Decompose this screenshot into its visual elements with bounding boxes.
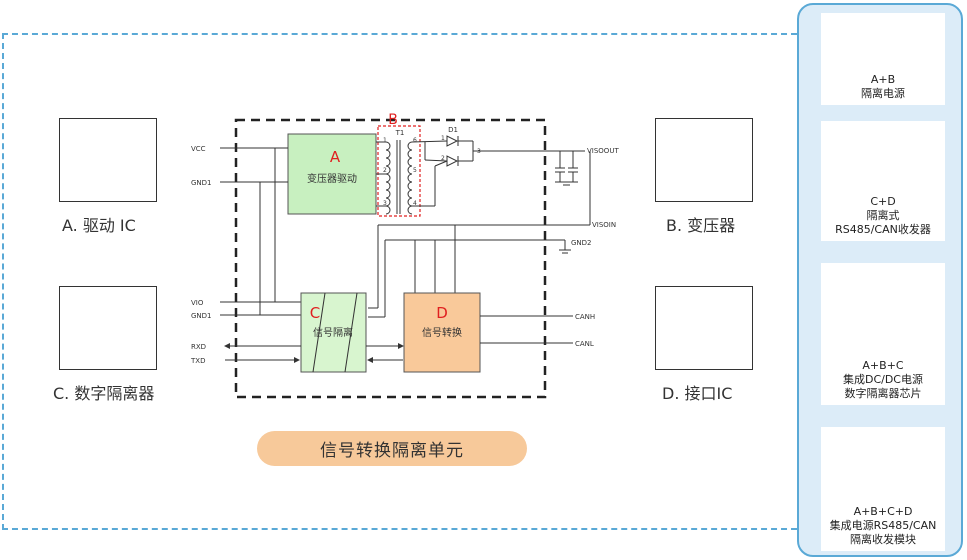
block-a — [287, 133, 377, 215]
interface-ic-box — [655, 286, 753, 370]
card-4-line-1: A+B+C+D — [853, 505, 913, 518]
block-c-label: 信号隔离 — [313, 326, 353, 339]
tpin-2: 2 — [383, 167, 387, 174]
card-3-line-2: 集成DC/DC电源 — [842, 373, 923, 386]
block-d-letter: D — [436, 304, 448, 322]
card-3-line-3: 数字隔离器芯片 — [844, 387, 922, 400]
pin-rxd: RXD — [191, 343, 206, 351]
tpin-3: 3 — [383, 200, 387, 207]
tpin-6: 6 — [413, 137, 417, 144]
pin-gnd2: GND2 — [571, 239, 592, 247]
tpin-1: 1 — [383, 137, 387, 144]
card-4-line-3: 隔离收发模块 — [850, 533, 916, 546]
diode-label: D1 — [448, 126, 458, 134]
block-d — [403, 292, 481, 373]
card-3-line-1: A+B+C — [862, 359, 904, 372]
card-4-line-2: 集成电源RS485/CAN — [829, 519, 937, 532]
pin-vcc: VCC — [191, 145, 206, 153]
block-a-letter: A — [330, 148, 341, 166]
interface-ic-label: D. 接口IC — [662, 384, 733, 403]
pin-visoout: VISOOUT — [587, 147, 619, 155]
card-1-line-2: 隔离电源 — [861, 87, 905, 100]
block-b-letter: B — [388, 112, 398, 128]
card-isolator-chip: A+B+C 集成DC/DC电源 数字隔离器芯片 — [821, 263, 945, 405]
diode-2 — [446, 155, 459, 167]
pin-vio: VIO — [191, 299, 204, 307]
pin-visoin: VISOIN — [592, 221, 616, 229]
pin-gnd1-top: GND1 — [191, 179, 212, 187]
card-1-line-1: A+B — [870, 73, 896, 86]
digital-isolator-box — [59, 286, 157, 370]
unit-outline — [234, 118, 547, 399]
unit-title: 信号转换隔离单元 — [257, 431, 527, 466]
transformer-box — [655, 118, 753, 202]
secondary-coil — [407, 141, 413, 215]
integration-panel: A+B 隔离电源 C+D 隔离式 RS485/CAN收发器 A+B+C 集成DC… — [797, 3, 963, 557]
driver-ic-label: A. 驱动 IC — [62, 216, 136, 235]
block-d-label: 信号转换 — [422, 326, 462, 339]
transformer-label: B. 变压器 — [666, 216, 736, 235]
pin-txd: TXD — [190, 357, 205, 365]
pin-canl: CANL — [575, 340, 594, 348]
driver-ic-box — [59, 118, 157, 202]
card-2-line-2: 隔离式 — [866, 209, 900, 222]
card-transceiver-module: A+B+C+D 集成电源RS485/CAN 隔离收发模块 — [821, 427, 945, 551]
card-isolated-transceiver: C+D 隔离式 RS485/CAN收发器 — [821, 121, 945, 241]
block-b-outline — [377, 125, 421, 217]
tpin-5: 5 — [413, 167, 417, 174]
pin-canh: CANH — [575, 313, 595, 321]
block-a-label: 变压器驱动 — [307, 172, 357, 185]
primary-coil — [385, 141, 391, 215]
tpin-4: 4 — [413, 200, 417, 207]
card-2-line-3: RS485/CAN收发器 — [835, 223, 931, 236]
dpin-1: 1 — [441, 135, 445, 142]
diode-1 — [446, 135, 459, 147]
digital-isolator-label: C. 数字隔离器 — [53, 384, 155, 403]
dpin-2: 2 — [441, 155, 445, 162]
isolation-schematic: A 变压器驱动 B T1 1 2 3 6 5 4 D1 1 2 3 — [190, 112, 619, 399]
block-c-letter: C — [310, 304, 320, 322]
card-2-line-1: C+D — [870, 195, 896, 208]
card-isolated-power: A+B 隔离电源 — [821, 13, 945, 105]
pin-gnd1-bottom: GND1 — [191, 312, 212, 320]
transformer-part: T1 — [395, 129, 405, 137]
